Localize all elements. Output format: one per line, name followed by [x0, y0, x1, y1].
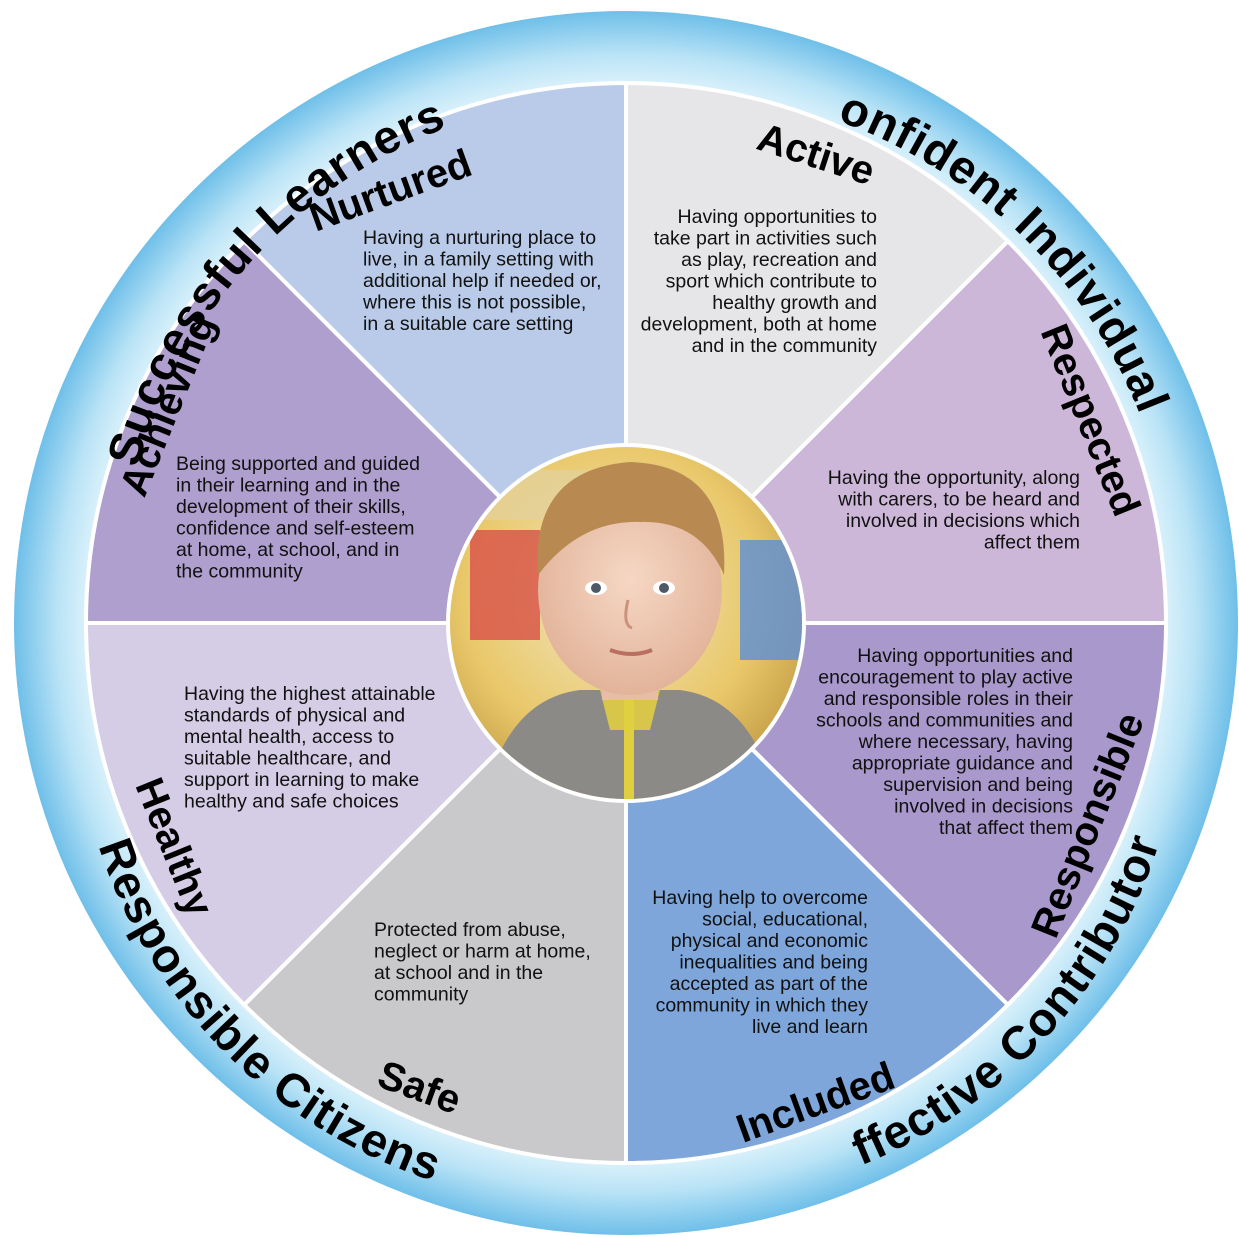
description-line: healthy and safe choices	[184, 791, 399, 813]
description-line: suitable healthcare, and	[184, 748, 391, 770]
description-line: Being supported and guided	[176, 453, 420, 475]
description-line: inequalities and being	[679, 952, 868, 974]
description-line: support in learning to make	[184, 769, 419, 791]
description-line: Having opportunities to	[678, 206, 878, 228]
description-line: Having the highest attainable	[184, 683, 436, 705]
description-line: live and learn	[752, 1016, 868, 1038]
description-line: as play, recreation and	[681, 249, 877, 271]
description-line: neglect or harm at home,	[374, 941, 591, 963]
description-line: supervision and being	[883, 774, 1073, 796]
description-line: development of their skills,	[176, 496, 406, 518]
description-line: accepted as part of the	[670, 973, 868, 995]
description-line: and responsible roles in their	[824, 688, 1074, 710]
segments-group	[83, 80, 1169, 1166]
description-line: involved in decisions	[894, 796, 1073, 818]
description-line: the community	[176, 561, 303, 583]
description-line: Having opportunities and	[857, 645, 1073, 667]
description-line: with carers, to be heard and	[837, 489, 1080, 511]
description-line: sport which contribute to	[666, 271, 878, 293]
description-line: that affect them	[939, 817, 1073, 839]
description-line: live, in a family setting with	[363, 249, 594, 271]
description-line: community in which they	[656, 995, 869, 1017]
description-line: standards of physical and	[184, 705, 405, 727]
description-line: Having the opportunity, along	[828, 467, 1080, 489]
description-line: Having a nurturing place to	[363, 227, 596, 249]
description-line: in their learning and in the	[176, 475, 400, 497]
description-line: affect them	[984, 532, 1080, 554]
description-line: where necessary, having	[858, 731, 1073, 753]
description-line: and in the community	[692, 335, 878, 357]
description-line: schools and communities and	[816, 710, 1073, 732]
center-photo	[446, 443, 806, 803]
description-line: take part in activities such	[654, 228, 877, 250]
segment-description-safe: Protected from abuse,neglect or harm at …	[374, 919, 591, 1006]
description-line: encouragement to play active	[818, 667, 1073, 689]
description-line: at home, at school, and in	[176, 539, 399, 561]
description-line: where this is not possible,	[362, 292, 586, 314]
description-line: confidence and self-esteem	[176, 518, 414, 540]
description-line: in a suitable care setting	[363, 313, 573, 335]
description-line: Protected from abuse,	[374, 919, 566, 941]
description-line: at school and in the	[374, 962, 543, 984]
description-line: involved in decisions which	[846, 510, 1080, 532]
description-line: development, both at home	[641, 314, 877, 336]
description-line: Having help to overcome	[652, 887, 868, 909]
description-line: social, educational,	[702, 909, 868, 931]
description-line: appropriate guidance and	[852, 753, 1073, 775]
description-line: additional help if needed or,	[363, 270, 602, 292]
description-line: physical and economic	[671, 930, 869, 952]
description-line: mental health, access to	[184, 726, 394, 748]
description-line: healthy growth and	[712, 292, 877, 314]
description-line: community	[374, 984, 469, 1006]
